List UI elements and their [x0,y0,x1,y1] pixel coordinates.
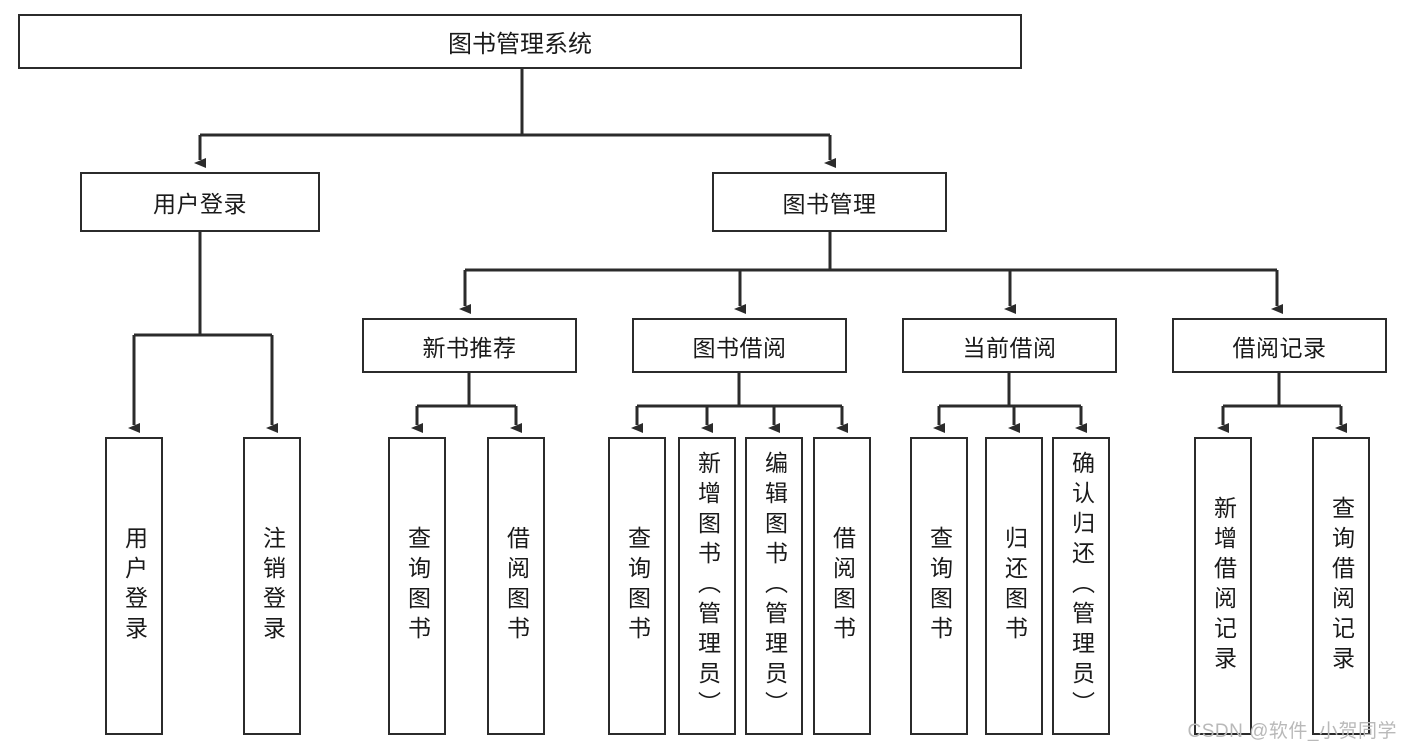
node-book-borrow[interactable]: 图书借阅 [632,318,847,373]
node-label: 查询图书 [404,526,431,646]
node-current-borrow[interactable]: 当前借阅 [902,318,1117,373]
leaf-user-login[interactable]: 用户登录 [105,437,163,735]
node-label: 图书借阅 [692,334,787,361]
leaf-user-logout[interactable]: 注销登录 [243,437,301,735]
node-label: 图书管理系统 [448,31,592,58]
watermark: CSDN @软件_小贺同学 [1187,721,1397,742]
node-label: 编辑图书（管理员） [761,451,788,721]
node-label: 确认归还（管理员） [1068,451,1095,721]
node-book-management[interactable]: 图书管理 [712,172,947,232]
node-label: 注销登录 [259,526,286,646]
node-label: 当前借阅 [962,334,1057,361]
node-label: 图书管理 [782,191,877,217]
node-label: 查询借阅记录 [1328,496,1355,676]
node-user-login[interactable]: 用户登录 [80,172,320,232]
leaf-add-borrow-record[interactable]: 新增借阅记录 [1194,437,1252,735]
leaf-query-book-current[interactable]: 查询图书 [910,437,968,735]
node-label: 新书推荐 [422,334,517,361]
node-label: 查询图书 [624,526,651,646]
node-label: 借阅图书 [829,526,856,646]
leaf-edit-book-admin[interactable]: 编辑图书（管理员） [745,437,803,735]
leaf-borrow-book[interactable]: 借阅图书 [813,437,871,735]
leaf-add-book-admin[interactable]: 新增图书（管理员） [678,437,736,735]
leaf-return-book[interactable]: 归还图书 [985,437,1043,735]
leaf-confirm-return-admin[interactable]: 确认归还（管理员） [1052,437,1110,735]
node-label: 查询图书 [926,526,953,646]
leaf-query-borrow-record[interactable]: 查询借阅记录 [1312,437,1370,735]
leaf-borrow-book-recommend[interactable]: 借阅图书 [487,437,545,735]
leaf-query-book-borrow[interactable]: 查询图书 [608,437,666,735]
leaf-query-book-recommend[interactable]: 查询图书 [388,437,446,735]
node-root[interactable]: 图书管理系统 [18,14,1022,69]
node-new-book-recommend[interactable]: 新书推荐 [362,318,577,373]
node-label: 借阅记录 [1232,334,1327,361]
node-borrow-record[interactable]: 借阅记录 [1172,318,1387,373]
node-label: 用户登录 [121,526,148,646]
node-label: 用户登录 [153,191,247,217]
node-label: 新增借阅记录 [1210,496,1237,676]
node-label: 归还图书 [1001,526,1028,646]
node-label: 新增图书（管理员） [694,451,721,721]
node-label: 借阅图书 [503,526,530,646]
